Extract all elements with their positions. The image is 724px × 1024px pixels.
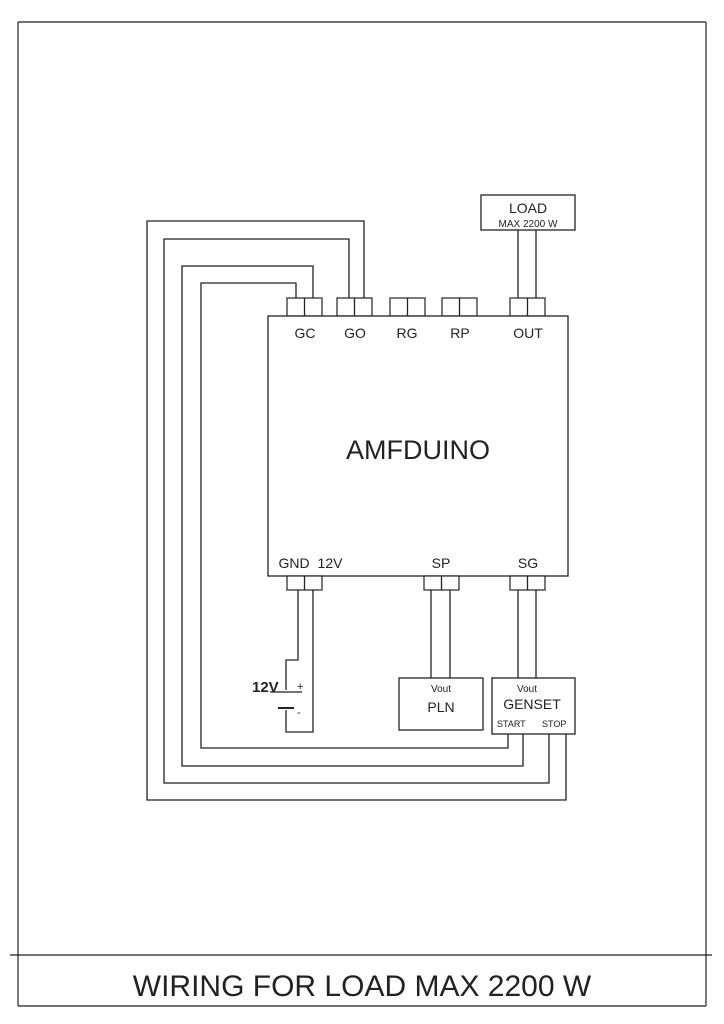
load-label: LOAD bbox=[509, 200, 547, 216]
terminal-label-rg: RG bbox=[397, 325, 418, 341]
load-wires bbox=[517, 230, 537, 298]
bottom-terminal-blocks bbox=[286, 575, 546, 591]
terminal-label-out: OUT bbox=[513, 325, 543, 341]
page-frame bbox=[10, 21, 712, 1007]
terminal-label-sp: SP bbox=[432, 555, 451, 571]
terminal-label-gc: GC bbox=[295, 325, 316, 341]
genset-label: GENSET bbox=[503, 696, 561, 712]
controller-name: AMFDUINO bbox=[346, 435, 490, 465]
battery-symbol bbox=[270, 691, 302, 709]
top-terminal-blocks bbox=[286, 297, 546, 317]
battery-minus: - bbox=[297, 707, 301, 719]
genset-stop: STOP bbox=[542, 719, 566, 729]
pln-label: PLN bbox=[427, 699, 454, 715]
load-box bbox=[480, 194, 576, 231]
terminal-label-12v: 12V bbox=[318, 555, 344, 571]
terminal-label-gnd: GND bbox=[278, 555, 309, 571]
pln-box bbox=[398, 677, 484, 731]
genset-box bbox=[491, 677, 576, 735]
terminal-label-rp: RP bbox=[450, 325, 469, 341]
terminal-label-go: GO bbox=[344, 325, 366, 341]
battery-label: 12V bbox=[252, 679, 279, 696]
wire-loops bbox=[146, 220, 567, 801]
battery-plus: + bbox=[297, 681, 303, 693]
terminal-label-sg: SG bbox=[518, 555, 538, 571]
genset-vout: Vout bbox=[517, 684, 537, 695]
diagram-title: WIRING FOR LOAD MAX 2200 W bbox=[133, 970, 592, 1003]
amfduino-controller bbox=[267, 315, 569, 577]
genset-start: START bbox=[497, 719, 526, 729]
load-rating: MAX 2200 W bbox=[499, 219, 558, 230]
bottom-wires bbox=[285, 590, 537, 733]
pln-vout: Vout bbox=[431, 684, 451, 695]
